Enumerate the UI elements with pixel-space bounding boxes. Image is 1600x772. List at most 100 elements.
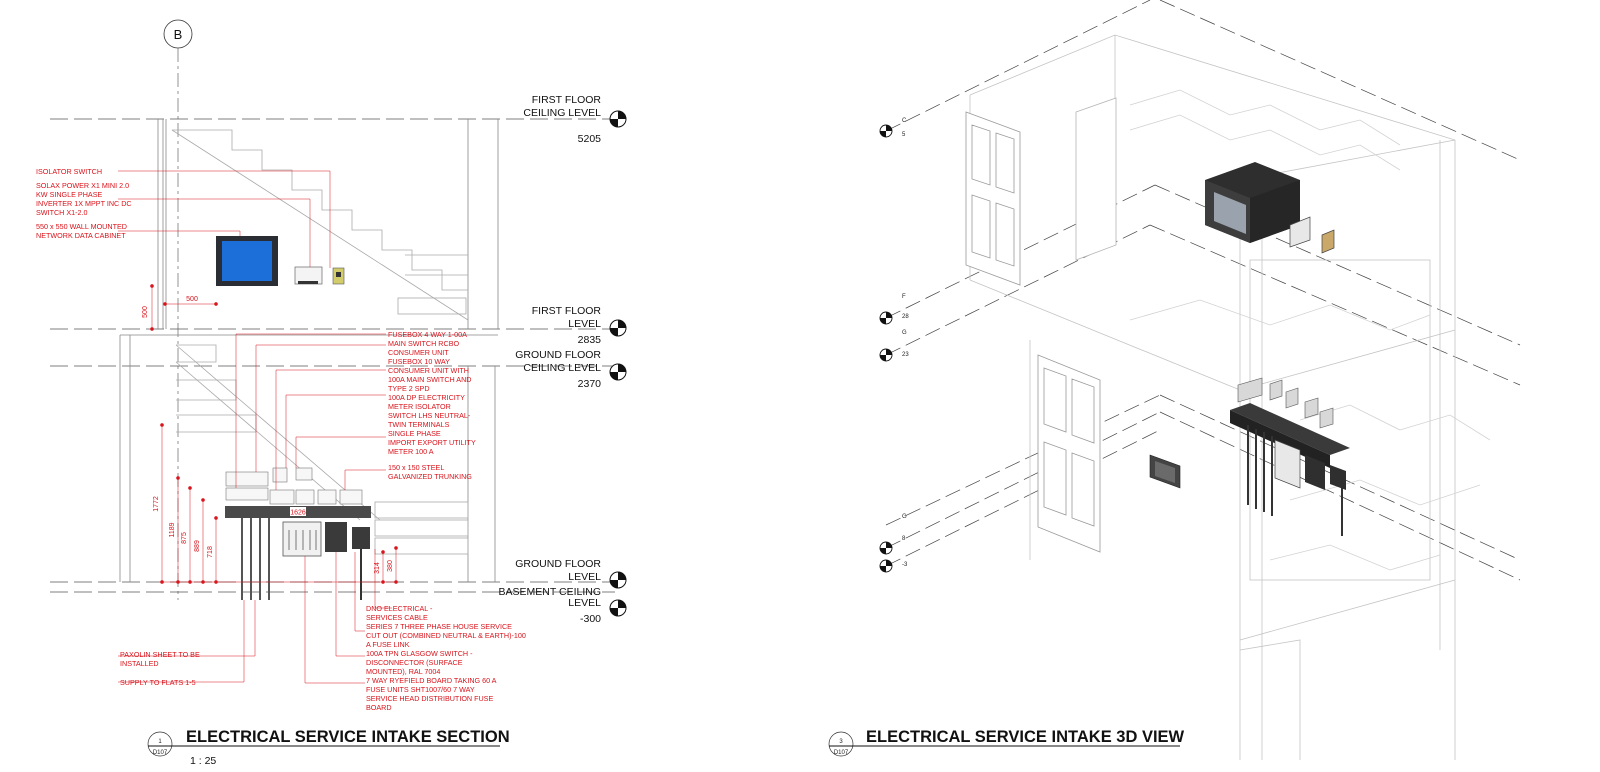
dim-cabinet-height: 500 <box>142 306 149 318</box>
note-inverter-2: KW SINGLE PHASE <box>36 190 103 199</box>
level-bcl-name-1: BASEMENT CEILING <box>499 586 602 598</box>
glasgow-switch <box>325 522 347 552</box>
level-gfcl-name-1: GROUND FLOOR <box>515 349 601 361</box>
note-right-9: SWITCH LHS NEUTRAL- <box>388 411 471 420</box>
dim-889: 889 <box>194 540 201 552</box>
note-inverter-4: SWITCH X1-2.0 <box>36 208 88 217</box>
iso-tag-7: 8 <box>902 536 906 542</box>
note-right-3: FUSEBOX 10 WAY <box>388 357 450 366</box>
section-scale: 1 : 25 <box>190 755 216 767</box>
level-ffl-value: 2835 <box>578 334 602 346</box>
right-notes: FUSEBOX 4 WAY 1-00A MAIN SWITCH RCBO CON… <box>388 330 476 481</box>
level-gfl-name-2: LEVEL <box>568 571 601 583</box>
note-lower-0: DNO ELECTRICAL - <box>366 604 433 613</box>
walls <box>119 119 499 582</box>
upper-stair <box>171 129 469 321</box>
level-ffl-name-1: FIRST FLOOR <box>532 305 602 317</box>
iso-door-lower <box>1037 354 1101 553</box>
level-ffcl-name-1: FIRST FLOOR <box>532 94 602 106</box>
note-right-6: TYPE 2 SPD <box>388 384 430 393</box>
note-lower-4: A FUSE LINK <box>366 640 410 649</box>
note-cabinet-1: 550 x 550 WALL MOUNTED <box>36 222 127 231</box>
upper-notes: ISOLATOR SWITCH SOLAX POWER X1 MINI 2.0 … <box>36 167 132 240</box>
section-title: ELECTRICAL SERVICE INTAKE SECTION <box>186 728 510 746</box>
note-lower-3: CUT OUT (COMBINED NEUTRAL & EARTH)-100 <box>366 631 526 640</box>
service-cut-out <box>352 527 370 600</box>
note-right-5: 100A MAIN SWITCH AND <box>388 375 471 384</box>
dim-718: 718 <box>207 546 214 558</box>
note-right-7: 100A DP ELECTRICITY <box>388 393 465 402</box>
iso-isolator-switch <box>1321 229 1335 254</box>
dim-trunking: 1626 <box>290 510 306 517</box>
iso-inverter <box>1289 216 1311 248</box>
note-right-14: 150 x 150 STEEL <box>388 463 444 472</box>
level-lines <box>50 118 615 593</box>
iso-meter-units <box>1237 377 1334 429</box>
note-lower-9: FUSE UNITS SHT1007/60 7 WAY <box>366 685 475 694</box>
level-gfl-name-1: GROUND FLOOR <box>515 558 601 570</box>
level-labels: FIRST FLOOR CEILING LEVEL 5205 FIRST FLO… <box>499 94 602 625</box>
left-notes: PAXOLIN SHEET TO BE INSTALLED SUPPLY TO … <box>120 650 200 687</box>
iso-tag-0: C <box>902 118 907 124</box>
iso-fuse-boards <box>1274 439 1346 490</box>
section-ref-num: 1 <box>158 739 162 745</box>
note-right-0: FUSEBOX 4 WAY 1-00A <box>388 330 467 339</box>
level-bcl-name-2: LEVEL <box>568 597 601 609</box>
iso-level-markers <box>879 124 893 573</box>
level-gfcl-name-2: CEILING LEVEL <box>523 362 601 374</box>
note-lower-2: SERIES 7 THREE PHASE HOUSE SERVICE <box>366 622 512 631</box>
note-right-1: MAIN SWITCH RCBO <box>388 339 459 348</box>
iso-door-upper <box>965 111 1021 286</box>
note-lower-7: MOUNTED), RAL 7004 <box>366 667 440 676</box>
note-inverter-1: SOLAX POWER X1 MINI 2.0 <box>36 181 129 190</box>
iso-trunking <box>1230 403 1350 468</box>
note-lower-8: 7 WAY RYEFIELD BOARD TAKING 60 A <box>366 676 497 685</box>
dim-1189: 1189 <box>169 522 176 537</box>
note-paxolin-1: PAXOLIN SHEET TO BE <box>120 650 200 659</box>
ryefield-board <box>282 521 322 557</box>
leader-lines <box>118 170 392 684</box>
dimension-lines <box>150 284 398 584</box>
note-supply: SUPPLY TO FLATS 1-5 <box>120 678 196 687</box>
note-cabinet-2: NETWORK DATA CABINET <box>36 231 126 240</box>
level-ffcl-name-2: CEILING LEVEL <box>523 107 601 119</box>
note-right-11: SINGLE PHASE <box>388 429 441 438</box>
iso-stairs <box>1129 89 1491 571</box>
note-lower-1: SERVICES CABLE <box>366 613 428 622</box>
iso-door-middle <box>1075 97 1117 261</box>
view3d-title: ELECTRICAL SERVICE INTAKE 3D VIEW <box>866 728 1185 746</box>
note-right-4: CONSUMER UNIT WITH <box>388 366 469 375</box>
grid-bubble-label: B <box>174 27 183 42</box>
supply-cables <box>241 518 270 600</box>
note-lower-10: SERVICE HEAD DISTRIBUTION FUSE <box>366 694 493 703</box>
iso-tag-4: G <box>902 330 907 336</box>
level-bcl-value: -300 <box>580 613 601 625</box>
trunking-dim-box <box>290 507 306 516</box>
note-paxolin-2: INSTALLED <box>120 659 159 668</box>
network-data-cabinet <box>216 236 278 286</box>
inverter <box>294 266 323 285</box>
note-lower-11: BOARD <box>366 703 392 712</box>
note-lower-6: DISCONNECTOR (SURFACE <box>366 658 463 667</box>
iso-tag-6: G <box>902 514 907 520</box>
isometric-3d-view: C 5 F 28 G 23 G 8 -3 3 D107 ELECTRICAL S… <box>828 0 1521 760</box>
note-isolator: ISOLATOR SWITCH <box>36 167 102 176</box>
iso-network-cabinet <box>1205 162 1300 243</box>
note-right-12: IMPORT EXPORT UTILITY <box>388 438 476 447</box>
note-right-8: METER ISOLATOR <box>388 402 451 411</box>
note-lower-5: 100A TPN GLASGOW SWITCH - <box>366 649 473 658</box>
iso-wall-plate <box>1149 454 1181 489</box>
dim-1772: 1772 <box>153 496 160 512</box>
view3d-ref-sheet: D107 <box>834 750 849 756</box>
view3d-ref-num: 3 <box>839 739 843 745</box>
note-right-13: METER 100 A <box>388 447 434 456</box>
iso-level-tags: C 5 F 28 G 23 G 8 -3 <box>902 118 909 568</box>
iso-tag-2: F <box>902 294 906 300</box>
iso-building-frame <box>969 34 1456 760</box>
lower-notes: DNO ELECTRICAL - SERVICES CABLE SERIES 7… <box>366 604 526 712</box>
iso-tag-8: -3 <box>902 562 908 568</box>
isolator-switch <box>332 267 345 285</box>
level-markers <box>609 110 627 617</box>
dim-314: 314 <box>374 562 381 574</box>
